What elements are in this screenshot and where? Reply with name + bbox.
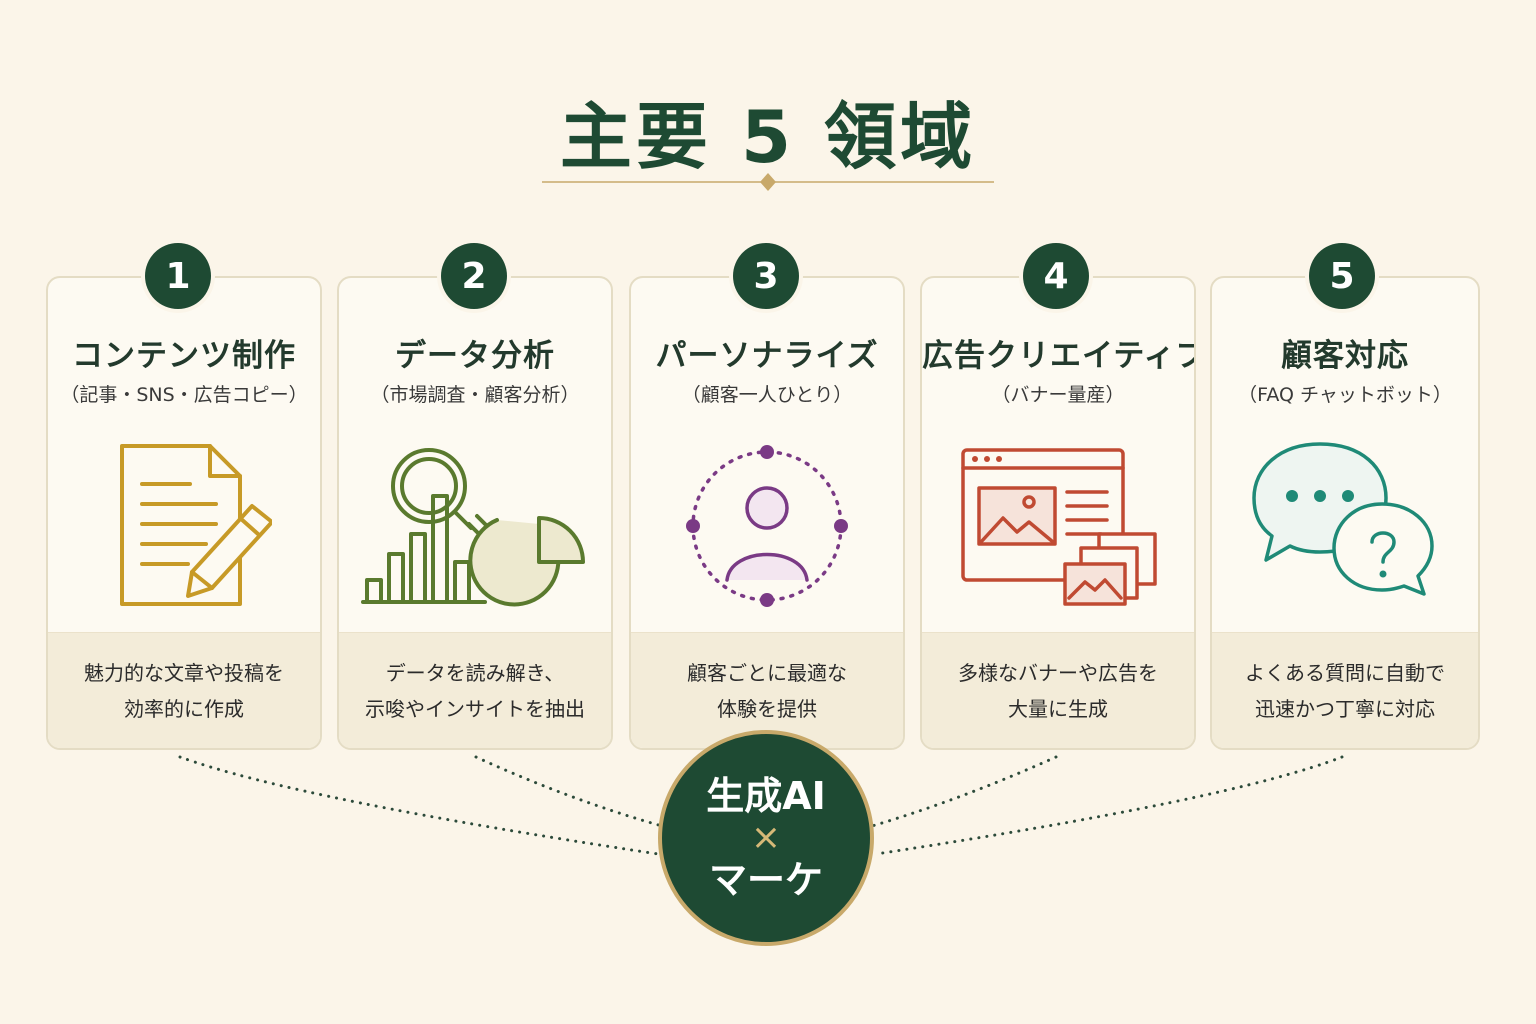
card-description-line: データを読み解き、 [385,660,565,685]
card-personalization: パーソナライズ （顧客一人ひとり） 顧客ごとに最適な 体験を提供 [629,276,905,750]
card-title: パーソナライズ [655,338,879,374]
hub-line-top: 生成AI [706,774,826,818]
page-title: 主要 5 領域 [559,95,977,179]
document-pencil-icon [120,444,272,606]
card-ad-creative: 広告クリエイティブ （バナー量産） [920,276,1196,750]
connector-1 [178,755,660,856]
connector-2 [474,755,664,828]
person-orbit-icon [686,445,848,607]
card-description-line: 魅力的な文章や投稿を [84,660,284,685]
card-subtitle: （顧客一人ひとり） [681,384,853,406]
card-number-badge: 5 [1309,243,1375,309]
card-description-line: 顧客ごとに最適な [687,660,847,685]
card-subtitle: （市場調査・顧客分析） [370,384,580,406]
card-description-line: 大量に生成 [1008,696,1108,721]
hub-line-bottom: マーケ [708,858,823,902]
card-title: データ分析 [395,338,555,374]
card-number-badge: 1 [145,243,211,309]
card-number-badge: 2 [441,243,507,309]
card-subtitle: （記事・SNS・広告コピー） [60,384,308,406]
card-description-line: 迅速かつ丁寧に対応 [1255,696,1435,721]
card-customer-support: 顧客対応 （FAQ チャットボット） よくある質問に自動で 迅速かつ丁寧 [1210,276,1480,750]
card-description-line: 示唆やインサイトを抽出 [365,696,585,721]
central-hub: 生成AI × マーケ [658,730,874,946]
connector-4 [870,755,1058,828]
card-description-line: 多様なバナーや広告を [958,660,1158,685]
diamond-ornament-icon [760,173,776,191]
hub-cross-symbol: × [750,817,782,858]
title-divider [542,173,994,191]
card-description-line: 効率的に作成 [124,696,244,721]
analytics-chart-icon [361,448,585,607]
card-data-analysis: データ分析 （市場調査・顧客分析） [337,276,613,750]
card-content-creation: コンテンツ制作 （記事・SNS・広告コピー） 魅力的な [46,276,322,750]
card-description-line: よくある質問に自動で [1245,660,1445,685]
card-description-line: 体験を提供 [717,696,817,721]
card-subtitle: （バナー量産） [991,384,1125,406]
connector-5 [874,755,1344,856]
card-number-badge: 4 [1023,243,1089,309]
card-title: 広告クリエイティブ [922,338,1196,374]
card-title: コンテンツ制作 [72,338,296,374]
card-subtitle: （FAQ チャットボット） [1238,384,1452,406]
banner-browser-icon [961,448,1157,606]
card-number-badge: 3 [733,243,799,309]
chat-bubbles-icon [1252,442,1434,596]
card-title: 顧客対応 [1281,338,1409,374]
